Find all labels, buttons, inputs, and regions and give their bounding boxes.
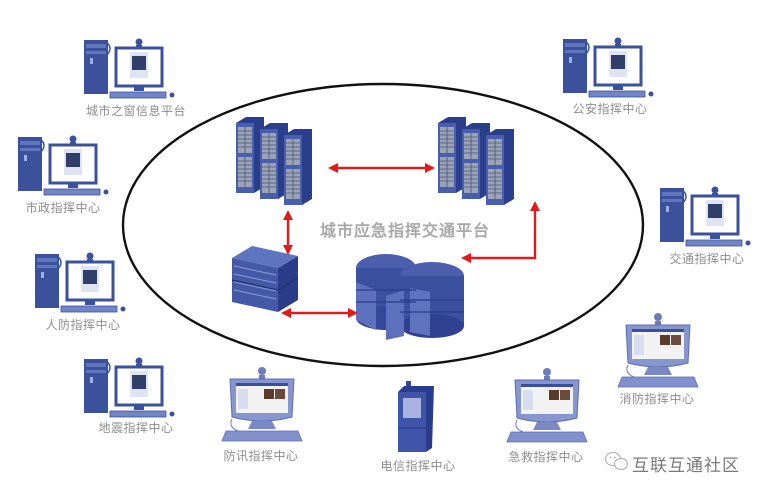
city-window-computer-icon <box>82 37 176 100</box>
brand-text: 互联互通社区 <box>632 456 740 476</box>
emergency-medical-terminal-icon <box>506 367 588 443</box>
wechat-icon <box>605 452 628 470</box>
node-label-traffic: 交通指挥中心 <box>669 252 745 266</box>
node-label-city-window: 城市之窗信息平台 <box>85 104 187 118</box>
node-label-flood: 防讯指挥中心 <box>223 449 299 463</box>
civil-defense-computer-icon <box>33 251 127 314</box>
fire-terminal-icon <box>617 312 699 388</box>
server-rack-left-icon <box>235 116 313 206</box>
flood-terminal-icon <box>221 366 303 442</box>
network-switch-icon <box>231 246 299 312</box>
server-rack-right-icon <box>437 116 515 206</box>
public-security-computer-icon <box>561 36 655 99</box>
platform-title: 城市应急指挥交通平台 <box>319 221 491 240</box>
earthquake-computer-icon <box>82 356 176 419</box>
node-label-telecom: 电信指挥中心 <box>380 459 456 473</box>
node-label-public-security: 公安指挥中心 <box>572 102 648 116</box>
arrow-database-to-rack-right <box>460 200 541 264</box>
node-label-fire: 消防指挥中心 <box>619 392 695 406</box>
node-label-civil-defense: 人防指挥中心 <box>45 318 121 332</box>
node-label-earthquake: 地震指挥中心 <box>98 421 174 435</box>
platform-boundary-ellipse <box>121 82 645 368</box>
telecom-handset-icon <box>398 381 434 452</box>
brand-watermark: 互联互通社区 <box>600 451 740 476</box>
node-label-emergency-medical: 急救指挥中心 <box>508 450 584 464</box>
database-cluster-icon <box>356 254 464 340</box>
node-label-municipal: 市政指挥中心 <box>25 201 101 215</box>
municipal-computer-icon <box>16 134 110 197</box>
traffic-computer-icon <box>658 185 752 248</box>
